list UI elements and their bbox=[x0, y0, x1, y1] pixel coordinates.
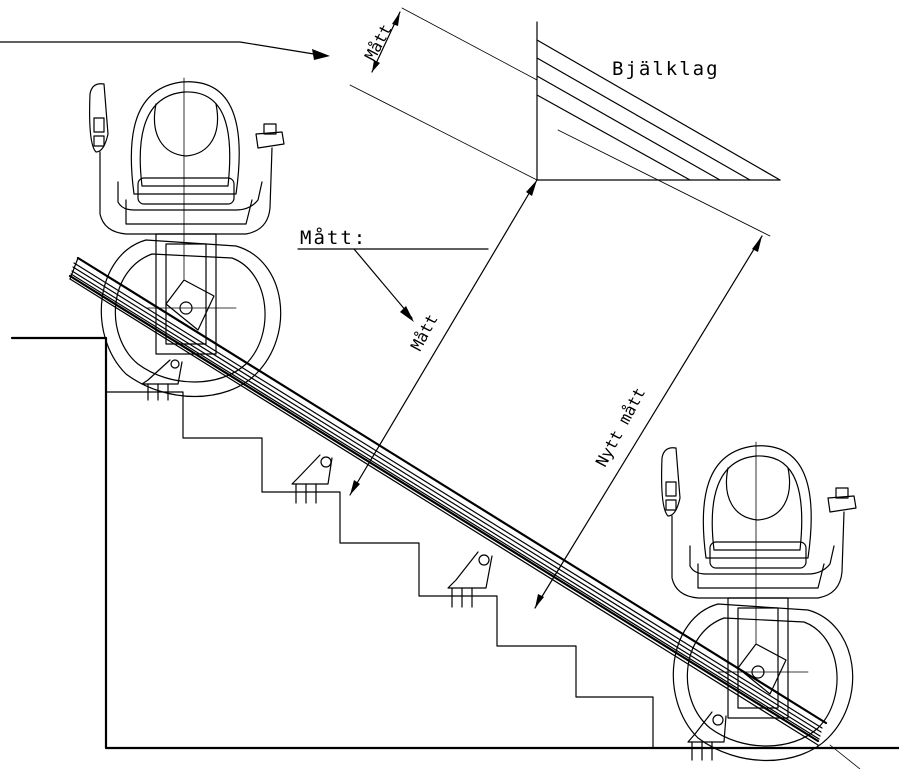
rail-support-1 bbox=[141, 359, 183, 401]
new-dimension-label: Nytt mått bbox=[592, 384, 649, 469]
staircase-icon bbox=[10, 336, 899, 750]
measure-note-label: Mått: bbox=[300, 226, 367, 249]
joist-label: Bjälklag bbox=[612, 58, 720, 80]
rail-supports bbox=[141, 359, 727, 761]
new-dimension: Nytt mått bbox=[534, 129, 771, 609]
measure-note: Mått: bbox=[297, 226, 489, 322]
top-dimension-label: Mått bbox=[361, 21, 396, 64]
stairlift-chair-lower bbox=[660, 441, 857, 762]
top-dimension: Mått bbox=[349, 7, 538, 181]
rail-support-2 bbox=[291, 454, 333, 504]
main-dimension: Mått bbox=[349, 179, 538, 496]
joist-structure: Bjälklag bbox=[536, 21, 781, 181]
top-leader-arrow bbox=[0, 41, 330, 60]
stair-rail-icon bbox=[68, 256, 861, 769]
rail-support-4 bbox=[687, 711, 727, 761]
rail-support-3 bbox=[447, 551, 493, 608]
